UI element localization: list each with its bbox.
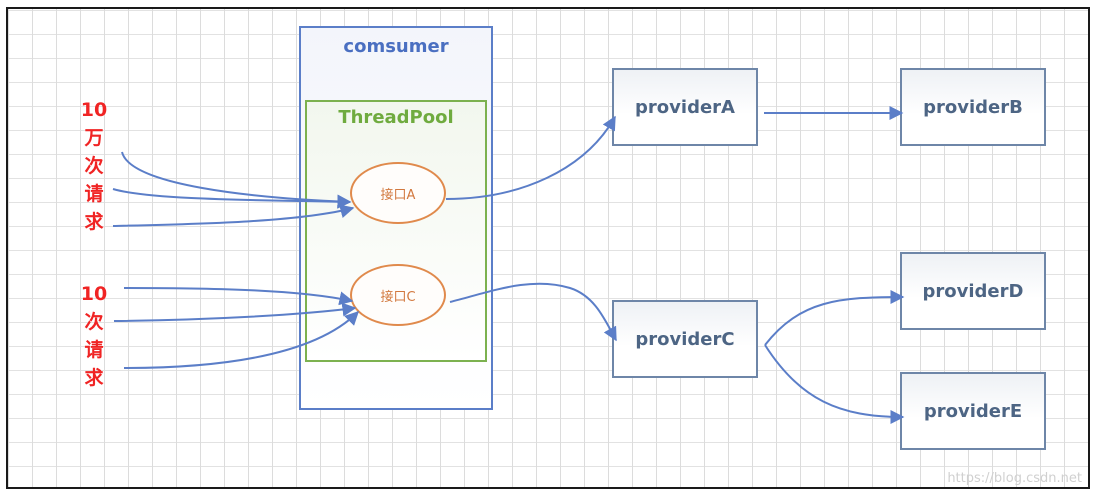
request-group-1-line: 万 [84, 127, 104, 149]
provider-e-node: providerE [900, 372, 1046, 450]
interface-c-label: 接口C [380, 289, 416, 305]
watermark: https://blog.csdn.net [947, 471, 1082, 486]
provider-c-node: providerC [612, 300, 758, 378]
provider-d-label: providerD [922, 280, 1024, 302]
threadpool-title: ThreadPool [338, 107, 454, 128]
interface-a-label: 接口A [380, 187, 416, 203]
provider-e-label: providerE [923, 400, 1023, 422]
request-group-1-label: 10 万 次 请 求 [76, 96, 112, 236]
request-group-1-line: 10 [80, 99, 108, 121]
request-group-2-label: 10 次 请 求 [76, 280, 112, 392]
consumer-title: comsumer [343, 36, 449, 57]
interface-c-node: 接口C [350, 264, 446, 326]
interface-a-node: 接口A [350, 162, 446, 224]
request-group-1-line: 请 [84, 183, 104, 205]
provider-a-node: providerA [612, 68, 758, 146]
provider-d-node: providerD [900, 252, 1046, 330]
request-group-1-line: 次 [84, 155, 104, 177]
provider-b-node: providerB [900, 68, 1046, 146]
provider-c-label: providerC [635, 328, 735, 350]
request-group-2-line: 求 [84, 367, 104, 389]
provider-a-label: providerA [635, 96, 735, 118]
request-group-2-line: 次 [84, 311, 104, 333]
request-group-2-line: 请 [84, 339, 104, 361]
request-group-1-line: 求 [84, 211, 104, 233]
provider-b-label: providerB [923, 96, 1023, 118]
request-group-2-line: 10 [80, 283, 108, 305]
